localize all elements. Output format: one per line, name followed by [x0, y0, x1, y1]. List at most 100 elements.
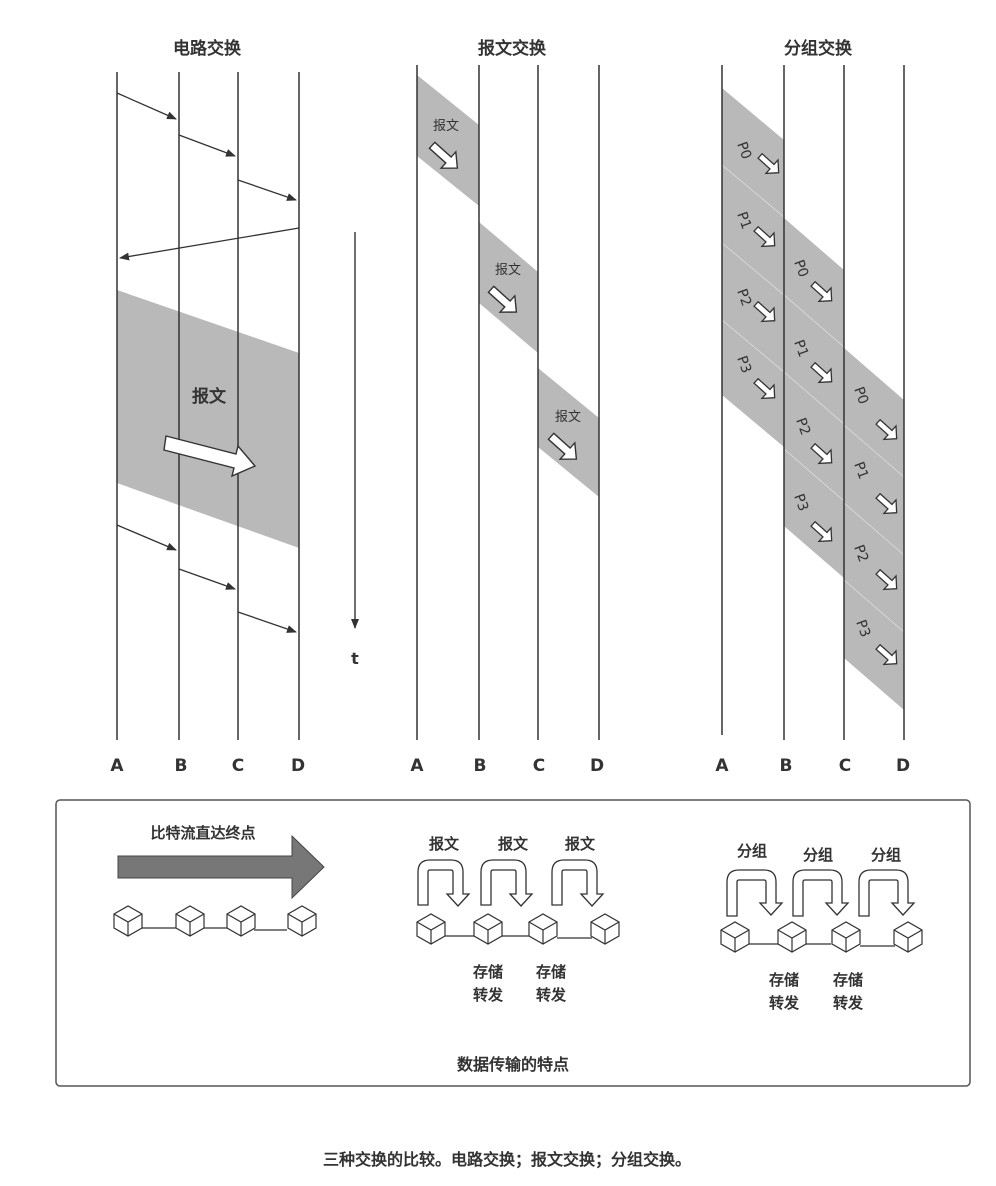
forward-label-c: 转发	[536, 986, 567, 1004]
feature-message-label-1: 报文	[429, 835, 460, 853]
setup-arrow-cd	[237, 179, 297, 201]
store-label-b: 存储	[769, 971, 799, 989]
packet-label-bc-2: P2	[792, 416, 813, 438]
store-forward-arrow-icon	[858, 869, 916, 917]
store-forward-arrow-icon	[551, 859, 605, 907]
node-cube-icon	[893, 921, 923, 953]
features-title: 数据传输的特点	[457, 1055, 569, 1074]
message-label-3: 报文	[555, 410, 581, 425]
packet-label-bc-3: P3	[790, 492, 811, 514]
packet-node-label-a: A	[715, 756, 729, 776]
packet-arrow-icon-cd-2	[875, 568, 898, 591]
circuit-message-band	[117, 290, 299, 548]
message-arrow-icon-2	[487, 285, 518, 313]
store-label-c: 存储	[536, 963, 566, 981]
packet-label-ab-1: P1	[733, 210, 754, 232]
store-forward-arrow-icon	[417, 859, 471, 907]
release-arrow-ab	[116, 524, 177, 551]
packet-arrow-icon-ab-3	[753, 377, 776, 400]
packet-arrow-icon-bc-0	[810, 280, 833, 303]
node-cube-icon	[416, 913, 446, 945]
node-cube-icon	[175, 905, 205, 937]
circuit-message-label: 报文	[192, 386, 227, 407]
feature-packet: 分组 分组 分组	[720, 842, 923, 1012]
node-cube-icon	[528, 913, 558, 945]
packet-label-cd-1: P1	[850, 460, 871, 482]
circuit-node-label-d: D	[291, 756, 305, 776]
feature-circuit: 比特流直达终点	[113, 824, 325, 937]
message-arrow-icon-3	[547, 432, 578, 460]
node-cube-icon	[473, 913, 503, 945]
node-cube-icon	[113, 905, 143, 937]
node-cube-icon	[226, 905, 256, 937]
feature-packet-label-2: 分组	[803, 846, 833, 864]
message-band-cd	[538, 368, 599, 497]
packet-label-cd-2: P2	[850, 543, 871, 565]
packet-switching-panel: 分组交换 P0 P1 P2 P3 P0 P1	[715, 38, 910, 776]
store-forward-arrow-icon	[792, 869, 850, 917]
message-node-label-d: D	[590, 756, 604, 776]
packet-arrow-icon-ab-2	[753, 300, 776, 323]
packet-label-bc-0: P0	[790, 258, 811, 280]
feature-message-label-3: 报文	[565, 835, 596, 853]
packet-label-ab-2: P2	[733, 287, 754, 309]
circuit-panel-title: 电路交换	[173, 38, 242, 59]
packet-panel-title: 分组交换	[784, 38, 853, 59]
packet-node-label-d: D	[896, 756, 910, 776]
packet-label-cd-0: P0	[850, 385, 871, 407]
forward-label-b: 转发	[769, 994, 800, 1012]
packet-arrow-icon-ab-1	[753, 225, 776, 248]
message-band-ab	[417, 75, 479, 206]
feature-message-label-2: 报文	[498, 835, 529, 853]
feature-message: 报文 报文 报文	[416, 835, 620, 1004]
store-forward-arrow-icon	[726, 869, 784, 917]
packet-label-bc-1: P1	[790, 338, 811, 360]
message-label-2: 报文	[495, 263, 521, 278]
figure-caption: 三种交换的比较。电路交换；报文交换；分组交换。	[323, 1150, 691, 1169]
message-node-label-a: A	[410, 756, 424, 776]
packet-node-label-b: B	[780, 756, 793, 776]
feature-packet-label-1: 分组	[737, 842, 767, 860]
packet-arrow-icon-bc-2	[810, 442, 833, 465]
circuit-node-label-a: A	[110, 756, 124, 776]
features-box: 比特流直达终点	[55, 799, 971, 1087]
node-cube-icon	[777, 921, 807, 953]
packet-arrow-icon-cd-1	[875, 492, 898, 515]
feature-circuit-label: 比特流直达终点	[150, 824, 255, 842]
release-arrow-bc	[178, 568, 236, 590]
node-cube-icon	[720, 921, 750, 953]
feature-packet-label-3: 分组	[871, 846, 901, 864]
ack-arrow-da	[119, 227, 300, 261]
node-cube-icon	[831, 921, 861, 953]
message-node-label-b: B	[474, 756, 487, 776]
release-arrow-cd	[237, 611, 297, 633]
packet-arrow-icon-ab-0	[757, 152, 780, 175]
packet-label-cd-3: P3	[852, 618, 873, 640]
message-label-1: 报文	[433, 119, 459, 134]
store-label-b: 存储	[473, 963, 503, 981]
circuit-node-label-b: B	[175, 756, 188, 776]
circuit-switching-panel: 电路交换 报文 t A B C D	[110, 38, 359, 776]
circuit-big-arrow-icon	[163, 435, 257, 478]
circuit-node-label-c: C	[232, 756, 244, 776]
message-switching-panel: 报文交换 报文 报文 报文 A B C D	[410, 38, 604, 776]
forward-label-b: 转发	[473, 986, 504, 1004]
message-panel-title: 报文交换	[478, 38, 547, 59]
packet-arrow-icon-bc-1	[810, 361, 833, 384]
packet-arrow-icon-bc-3	[810, 520, 833, 543]
message-arrow-icon-1	[428, 141, 459, 169]
bitstream-arrow-icon	[117, 834, 325, 900]
packet-label-ab-3: P3	[733, 354, 754, 376]
packet-arrow-icon-cd-3	[875, 643, 898, 666]
packet-label-ab-0: P0	[733, 140, 754, 162]
packet-node-label-c: C	[839, 756, 851, 776]
message-node-label-c: C	[533, 756, 545, 776]
store-label-c: 存储	[833, 971, 863, 989]
setup-arrow-ab	[116, 92, 177, 120]
node-cube-icon	[287, 905, 317, 937]
packet-arrow-icon-cd-0	[875, 418, 898, 441]
message-band-bc	[479, 222, 538, 353]
store-forward-arrow-icon	[480, 859, 534, 907]
time-axis-label: t	[351, 649, 359, 668]
